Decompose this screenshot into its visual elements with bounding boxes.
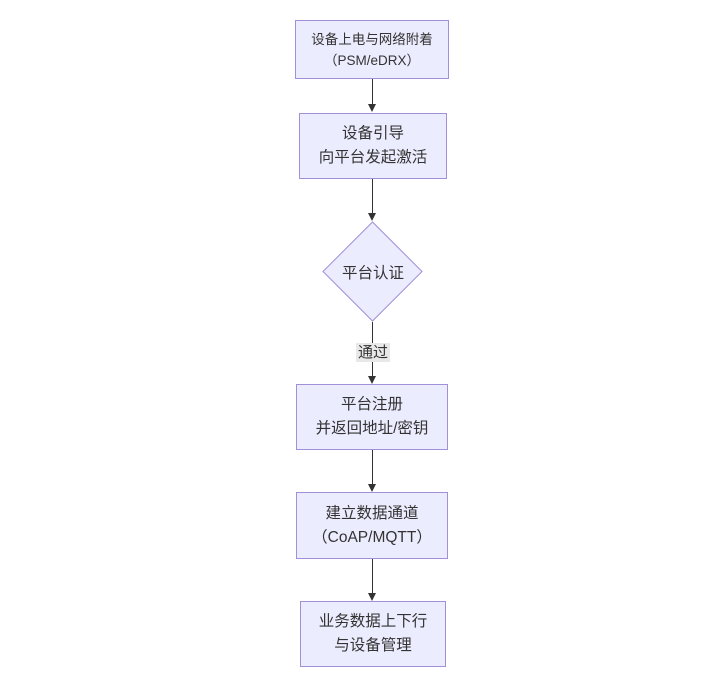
node-power-attach-line2: （PSM/eDRX） [323, 52, 421, 68]
node-platform-auth-label: 平台认证 [341, 265, 404, 282]
node-business: 业务数据上下行 与设备管理 [300, 601, 446, 667]
node-bootstrap-line1: 设备引导 [341, 125, 404, 142]
node-business-line1: 业务数据上下行 [318, 613, 428, 630]
arrowhead-icon [368, 484, 376, 492]
edge-bootstrap-to-auth [372, 179, 373, 214]
arrowhead-icon [368, 376, 376, 384]
node-data-channel-line1: 建立数据通道 [325, 504, 419, 522]
arrowhead-icon [368, 104, 376, 112]
node-platform-auth: 平台认证 [322, 221, 424, 323]
node-register-line2: 并返回地址/密钥 [315, 420, 429, 437]
node-power-attach: 设备上电与网络附着 （PSM/eDRX） [295, 20, 449, 79]
node-data-channel-line2: （CoAP/MQTT） [312, 528, 432, 546]
edge-channel-to-business [372, 559, 373, 594]
node-bootstrap-line2: 向平台发起激活 [318, 149, 428, 166]
arrowhead-icon [368, 213, 376, 221]
arrowhead-icon [368, 593, 376, 601]
node-bootstrap: 设备引导 向平台发起激活 [299, 113, 447, 179]
edge-power-to-bootstrap [372, 79, 373, 105]
node-register: 平台注册 并返回地址/密钥 [296, 384, 448, 450]
edge-label-pass: 通过 [355, 343, 391, 362]
node-register-line1: 平台注册 [340, 396, 403, 413]
node-business-line2: 与设备管理 [334, 637, 412, 654]
edge-register-to-channel [372, 450, 373, 485]
node-power-attach-line1: 设备上电与网络附着 [311, 31, 433, 47]
node-data-channel: 建立数据通道 （CoAP/MQTT） [296, 492, 448, 559]
